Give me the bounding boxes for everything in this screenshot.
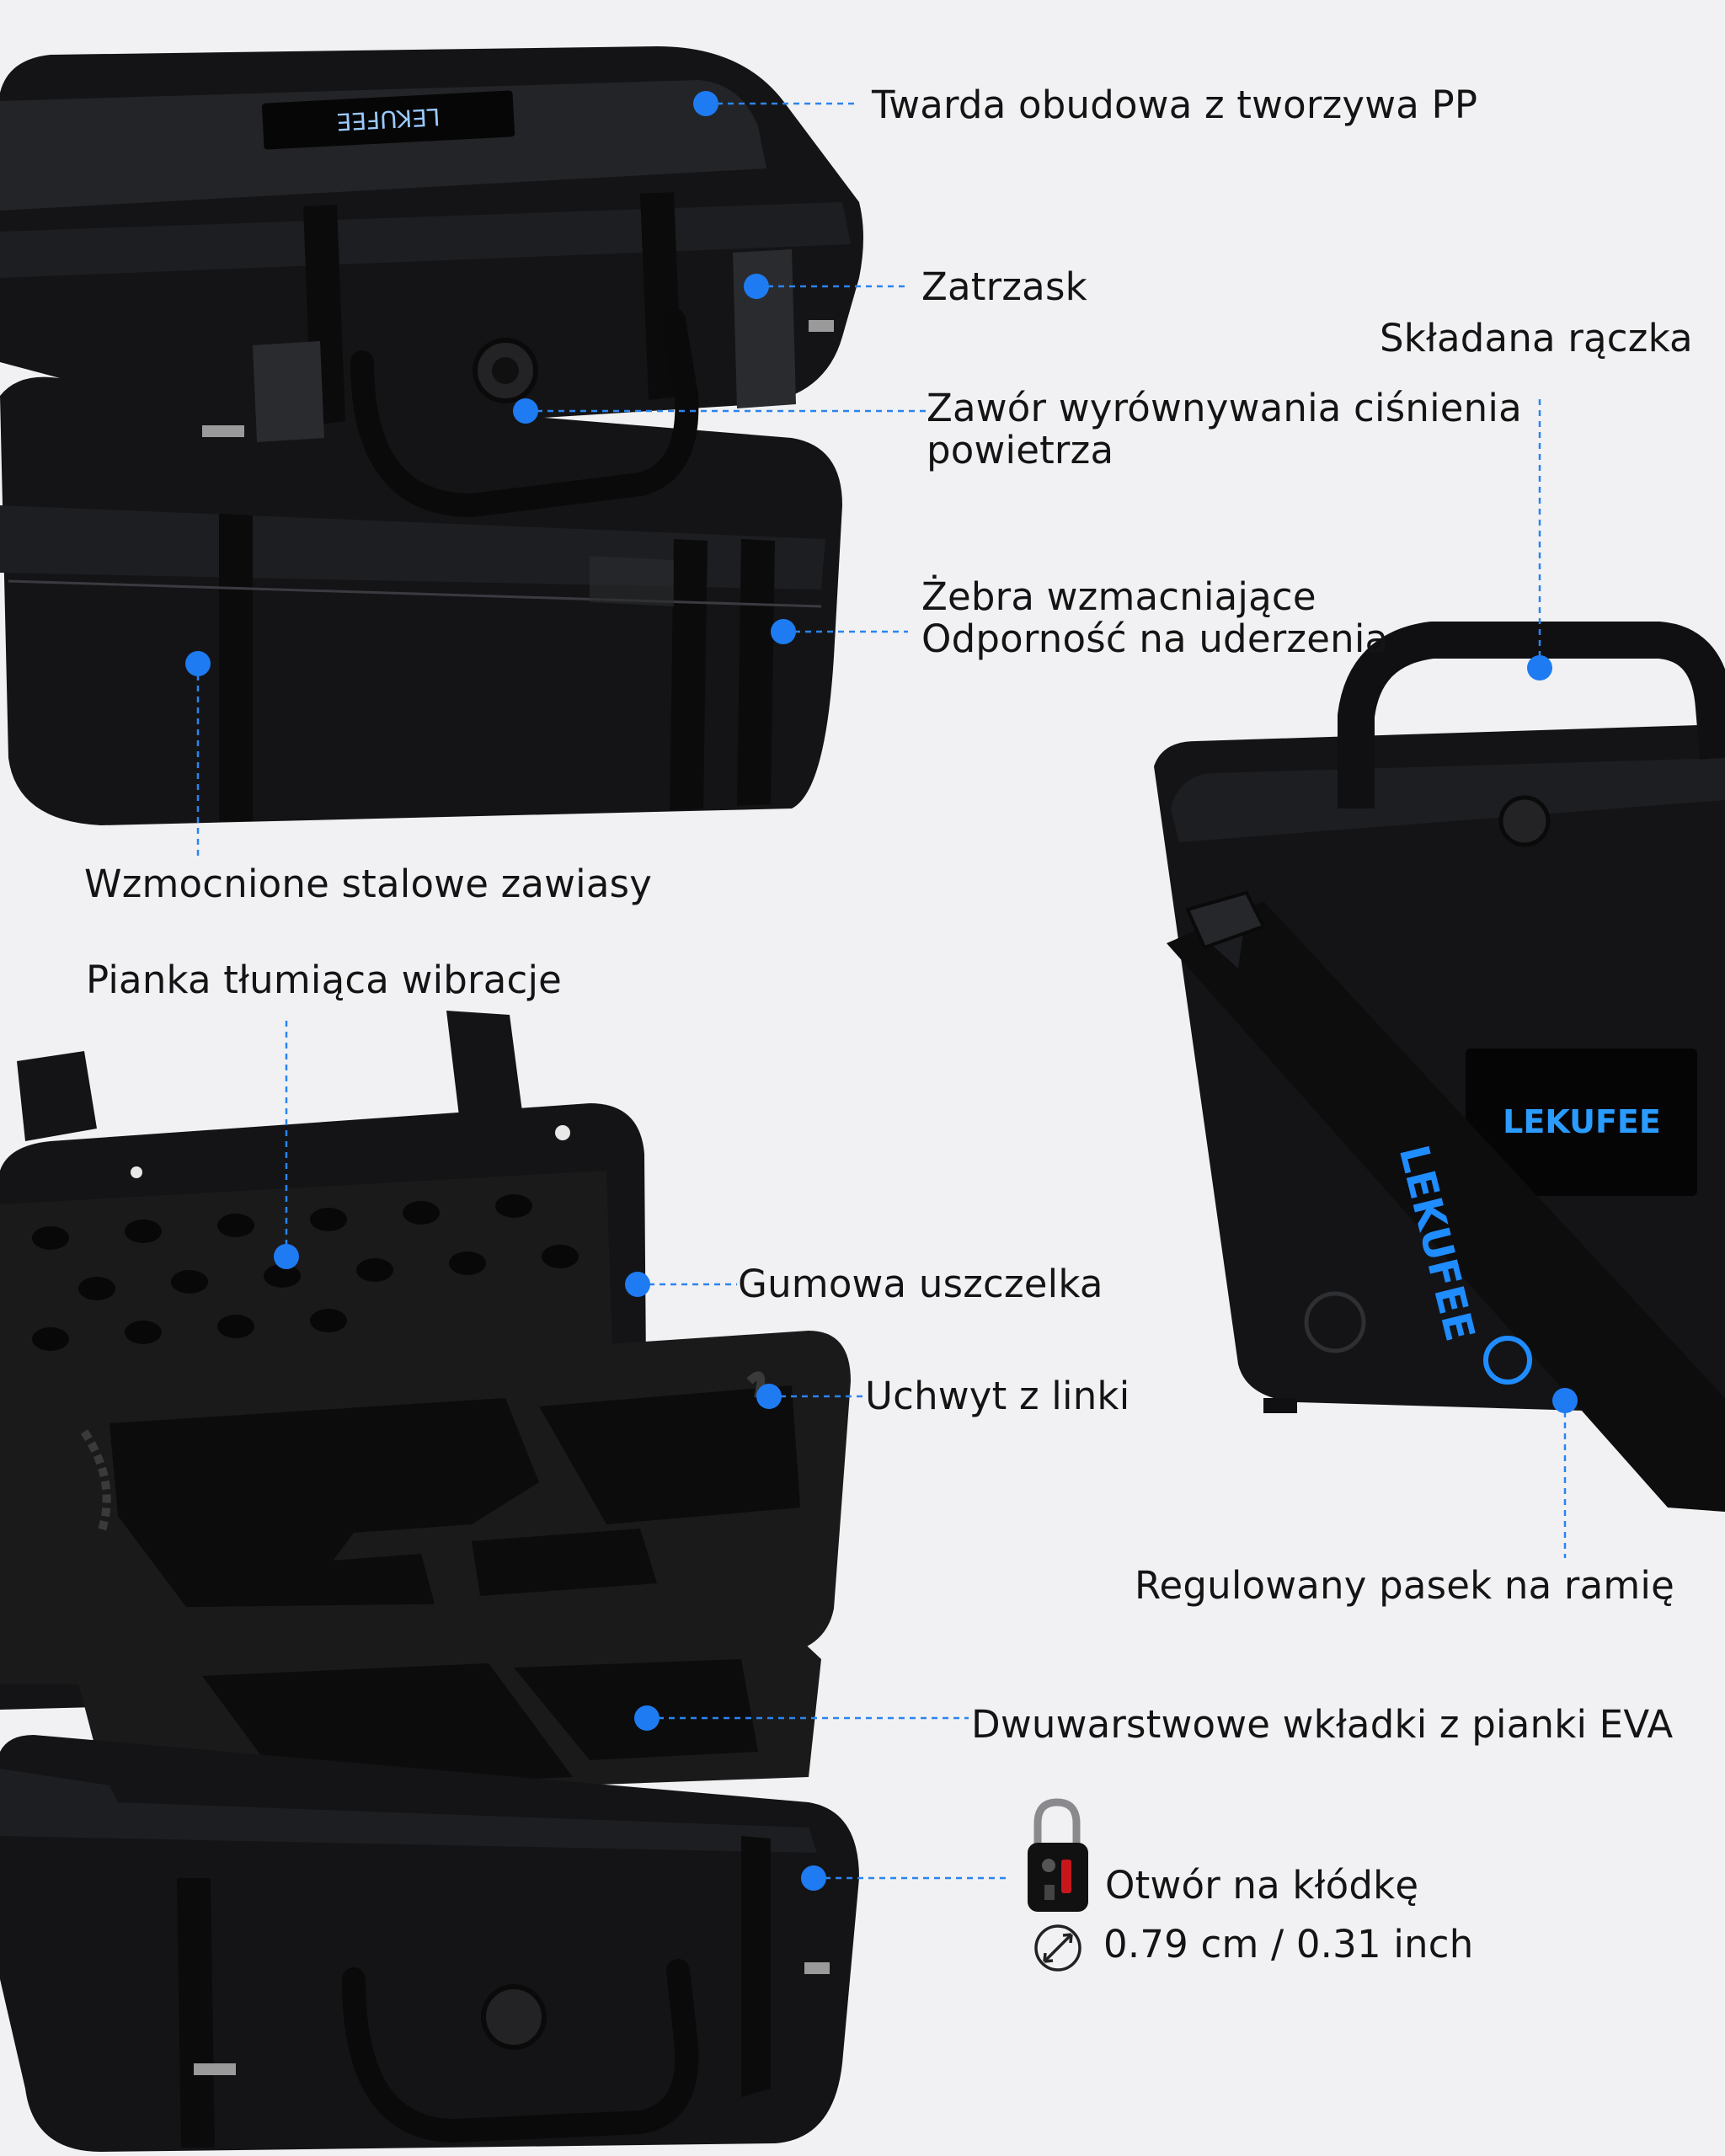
label-seal: Gumowa uszczelka [738, 1262, 1103, 1306]
label-ribs-line2: Odporność na uderzenia [921, 616, 1389, 661]
label-strap: Regulowany pasek na ramię [1135, 1563, 1675, 1608]
diameter-icon [1034, 1924, 1081, 1972]
label-lock-hole: Otwór na kłódkę [1105, 1863, 1419, 1908]
callout-markers [185, 91, 1578, 1891]
label-ribs-line1: Żebra wzmacniające [921, 574, 1316, 619]
label-hinges: Wzmocnione stalowe zawiasy [84, 862, 653, 906]
foam-pattern [32, 1194, 579, 1351]
label-valve-line1: Zawór wyrównywania ciśnienia [927, 386, 1522, 430]
stacked-cases: LEKUFEE [0, 46, 863, 825]
side-case: LEKUFEE LEKUFEE [1154, 622, 1725, 1512]
lid-logo: LEKUFEE [336, 103, 441, 136]
open-case [0, 1011, 859, 2152]
label-lock-size: 0.79 cm / 0.31 inch [1103, 1922, 1474, 1967]
label-foam: Pianka tłumiąca wibracje [86, 958, 563, 1002]
label-valve-line2: powietrza [927, 428, 1114, 472]
label-latch: Zatrzask [921, 264, 1087, 309]
label-hard-shell: Twarda obudowa z tworzywa PP [872, 83, 1478, 127]
side-logo: LEKUFEE [1503, 1103, 1661, 1140]
label-eva: Dwuwarstwowe wkładki z pianki EVA [971, 1702, 1674, 1747]
padlock-icon [1028, 1798, 1088, 1912]
leader-lines [196, 102, 1567, 1880]
label-rope-handle: Uchwyt z linki [865, 1374, 1130, 1418]
label-folding-handle: Składana rączka [1380, 316, 1693, 360]
